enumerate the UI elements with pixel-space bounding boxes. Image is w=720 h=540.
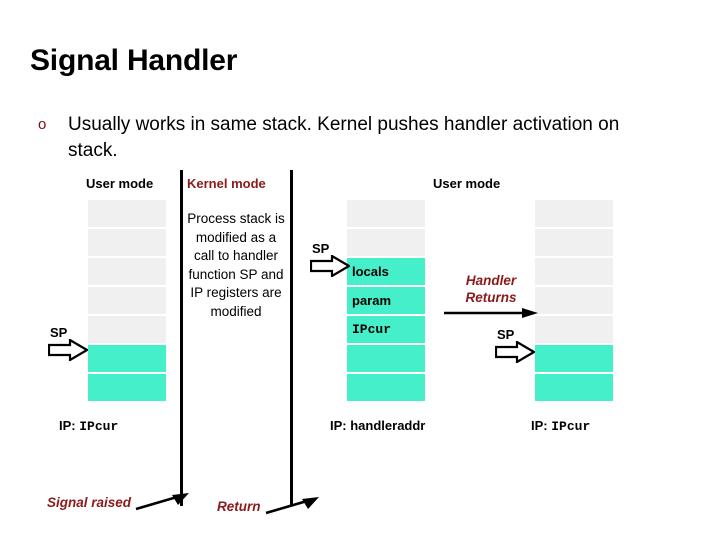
sp-label: SP [497, 327, 515, 342]
sp-block-arrow-icon [495, 341, 535, 363]
stack-cell [535, 258, 613, 285]
sp-pointer-middle: SP [310, 242, 350, 277]
sp-label: SP [50, 325, 68, 340]
ip-label-value: IPcur [79, 419, 119, 434]
stack-cell [88, 287, 166, 314]
sp-block-arrow-icon [310, 255, 350, 277]
ip-label-right: IP: IPcur [531, 418, 590, 434]
sp-label: SP [312, 241, 330, 256]
mode-divider-right [290, 170, 293, 506]
signal-raised-arrow-icon [135, 493, 190, 511]
stack-cell-locals: locals [347, 258, 425, 285]
label-user-mode-right: User mode [433, 176, 501, 191]
stack-cell [88, 316, 166, 343]
stack-cell [88, 345, 166, 372]
ip-label-prefix: IP: [531, 418, 552, 433]
stack-cell-IPcur: IPcur [347, 316, 425, 343]
kernel-explanation-text: Process stack is modified as a call to h… [187, 211, 285, 319]
sp-pointer-right: SP [495, 328, 535, 363]
ip-label-left: IP: IPcur [59, 418, 118, 434]
page-title: Signal Handler [30, 44, 238, 77]
return-label: Return [217, 498, 261, 514]
stack-cell [88, 229, 166, 256]
ip-label-prefix: IP: [59, 418, 80, 433]
stack-cell [88, 258, 166, 285]
stack-cell [535, 374, 613, 401]
handler-returns-annotation: Handler Returns [443, 272, 539, 324]
label-kernel-mode: Kernel mode [187, 176, 266, 191]
stack-cell [535, 229, 613, 256]
stack-cell [347, 374, 425, 401]
signal-raised-label: Signal raised [47, 494, 132, 510]
stack-cell [88, 374, 166, 401]
ip-label-middle: IP: handleraddr [330, 418, 425, 433]
stack-user-before [88, 200, 166, 403]
stack-cell [88, 200, 166, 227]
sp-block-arrow-icon [48, 339, 88, 361]
return-annotation: Return [217, 495, 320, 517]
handler-returns-line-2: Returns [465, 290, 517, 305]
stack-user-after [535, 200, 613, 403]
stack-cell [535, 316, 613, 343]
ip-label-value: IPcur [551, 419, 591, 434]
sp-pointer-left: SP [48, 326, 88, 361]
stack-cell [347, 200, 425, 227]
bullet-text: Usually works in same stack. Kernel push… [68, 114, 620, 161]
stack-cell-param: param [347, 287, 425, 314]
handler-returns-line-1: Handler [465, 273, 517, 288]
return-arrow-icon [265, 497, 319, 515]
bullet-row: o Usually works in same stack. Kernel pu… [38, 112, 658, 164]
ip-label-prefix: IP: [330, 418, 351, 433]
label-user-mode-left: User mode [86, 176, 154, 191]
ip-label-value: handleraddr [350, 418, 426, 433]
stack-cell [535, 287, 613, 314]
stack-cell [347, 229, 425, 256]
signal-raised-annotation: Signal raised [47, 491, 190, 513]
stack-cell [347, 345, 425, 372]
handler-returns-arrow-icon [444, 308, 538, 318]
mode-divider-left [180, 170, 183, 506]
stack-cell [535, 200, 613, 227]
stack-cell [535, 345, 613, 372]
circle-outline-bullet-icon: o [38, 116, 47, 133]
